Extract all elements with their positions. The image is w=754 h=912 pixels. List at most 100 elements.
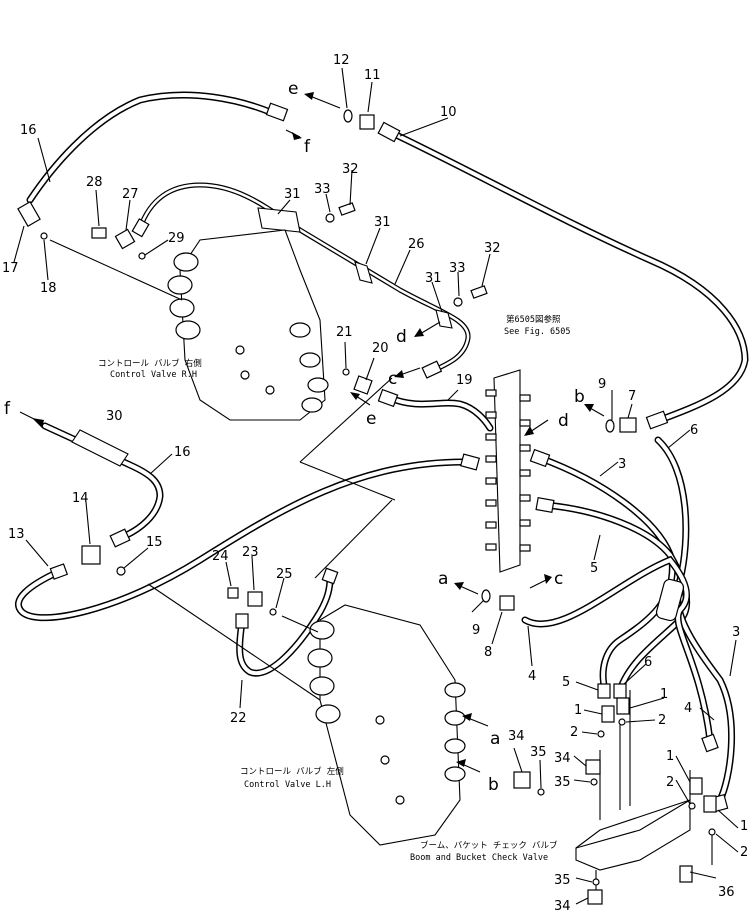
plug-34-a xyxy=(585,759,601,775)
plug-36 xyxy=(679,865,693,883)
washer-33-a xyxy=(325,213,335,223)
bolt-32-b xyxy=(470,285,488,299)
oring-15 xyxy=(116,566,126,576)
label-32-b: 32 xyxy=(484,241,501,256)
elbow-27 xyxy=(114,228,136,250)
label-31-b: 31 xyxy=(374,215,391,230)
label-1-d: 1 xyxy=(740,819,748,834)
hose-16-upper xyxy=(26,91,302,204)
oring-18 xyxy=(40,232,48,240)
label-27: 27 xyxy=(122,187,139,202)
manifold-block xyxy=(485,369,531,573)
arrow-c-right xyxy=(544,574,552,584)
label-26: 26 xyxy=(408,237,425,252)
note-fig-jp: 第6505図参照 xyxy=(506,314,561,325)
plug-24 xyxy=(227,587,239,599)
label-10: 10 xyxy=(440,105,457,120)
label-32-a: 32 xyxy=(342,162,359,177)
oring-9-a xyxy=(605,419,615,433)
note-check-valve-en: Boom and Bucket Check Valve xyxy=(410,853,548,863)
tee-14 xyxy=(81,545,101,565)
fitting-11 xyxy=(359,114,375,130)
elbow-1-d xyxy=(703,795,717,813)
part-labels: 12 11 10 16 28 27 32 33 31 31 29 26 32 3… xyxy=(2,53,748,912)
fitting-20 xyxy=(353,375,373,395)
clamp-30 xyxy=(71,429,129,467)
oring-21 xyxy=(342,368,350,376)
check-valve-block xyxy=(575,690,713,900)
label-5-a: 5 xyxy=(590,561,598,576)
arrow-e-mid xyxy=(350,392,360,400)
label-5-b: 5 xyxy=(562,675,570,690)
leader-lines xyxy=(13,67,739,905)
label-34-c: 34 xyxy=(554,899,571,912)
oring-9-b xyxy=(481,589,491,603)
oring-12 xyxy=(343,109,353,123)
letter-f-left: f xyxy=(4,399,11,419)
label-1-c: 1 xyxy=(666,749,674,764)
letter-f-top: f xyxy=(304,137,311,157)
label-30: 30 xyxy=(106,409,123,424)
label-4-b: 4 xyxy=(684,701,692,716)
letter-e-mid: e xyxy=(366,409,376,429)
oring-29 xyxy=(138,252,146,260)
oring-2-a xyxy=(597,730,605,738)
hose-13 xyxy=(15,453,481,622)
label-35-a: 35 xyxy=(530,745,547,760)
label-2-b: 2 xyxy=(658,713,666,728)
elbow-17 xyxy=(17,201,41,227)
label-1-b: 1 xyxy=(660,687,668,702)
note-cv-rh-en: Control Valve R.H xyxy=(110,370,197,380)
letter-b-right: b xyxy=(488,775,499,795)
label-9-b: 9 xyxy=(472,623,480,638)
tee-7 xyxy=(619,417,637,433)
elbow-1-a xyxy=(601,705,615,723)
oring-2-b xyxy=(618,718,626,726)
note-cv-lh-jp: コントロール バルブ 左側 xyxy=(240,766,344,777)
letter-d-right: d xyxy=(558,411,569,431)
label-17: 17 xyxy=(2,261,19,276)
letter-e-top: e xyxy=(288,79,298,99)
control-valve-rh xyxy=(167,229,329,421)
arrow-e-top xyxy=(304,92,314,100)
label-6-b: 6 xyxy=(644,655,652,670)
label-36: 36 xyxy=(718,885,735,900)
oring-35-b xyxy=(537,788,545,796)
washer-33-b xyxy=(453,297,463,307)
label-20: 20 xyxy=(372,341,389,356)
note-cv-rh-jp: コントロール バルブ 右側 xyxy=(98,358,202,369)
connection-letters: e f d c e d b f a c a b xyxy=(4,79,585,795)
label-3-a: 3 xyxy=(618,457,626,472)
hose-22 xyxy=(235,567,339,677)
plug-28 xyxy=(91,227,107,239)
oring-35-a xyxy=(590,778,598,786)
label-33-b: 33 xyxy=(449,261,466,276)
arrow-c-left xyxy=(394,370,404,378)
label-35-c: 35 xyxy=(554,873,571,888)
label-19: 19 xyxy=(456,373,473,388)
label-2-a: 2 xyxy=(570,725,578,740)
oring-2-c xyxy=(688,802,696,810)
plug-34-c xyxy=(587,889,603,905)
label-13: 13 xyxy=(8,527,25,542)
oring-2-d xyxy=(708,828,716,836)
label-33-a: 33 xyxy=(314,182,331,197)
label-35-b: 35 xyxy=(554,775,571,790)
arrow-a-right xyxy=(462,713,472,721)
hose-16-lower xyxy=(19,411,164,548)
label-9-a: 9 xyxy=(598,377,606,392)
hose-10 xyxy=(377,121,749,430)
label-31-c: 31 xyxy=(425,271,442,286)
label-15: 15 xyxy=(146,535,163,550)
label-8: 8 xyxy=(484,645,492,660)
label-6-a: 6 xyxy=(690,423,698,438)
fitting-8 xyxy=(499,595,515,611)
note-check-valve-jp: ブーム、バケット チェック バルブ xyxy=(420,840,558,851)
label-22: 22 xyxy=(230,711,247,726)
letter-a-left: a xyxy=(438,569,448,589)
arrow-d-right xyxy=(524,426,534,436)
oring-35-c xyxy=(592,878,600,886)
label-3-b: 3 xyxy=(732,625,740,640)
clamp-31-b xyxy=(354,261,373,284)
